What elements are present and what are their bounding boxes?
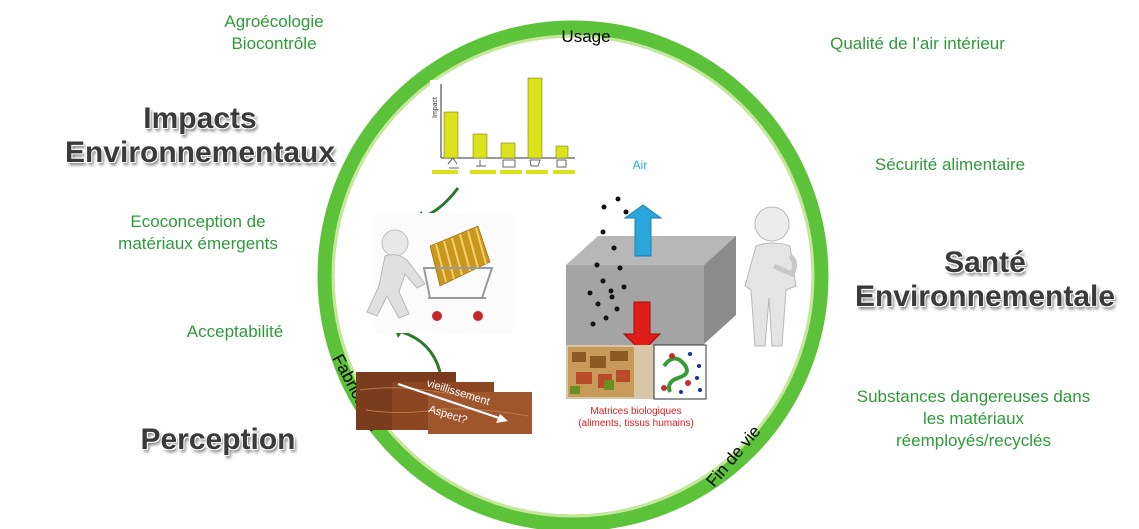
ring-label-usage: Usage xyxy=(561,27,610,46)
particle-dots xyxy=(587,196,629,327)
lca-bar-chart-icon: Impact xyxy=(430,77,580,180)
agro-line2: Biocontrôle xyxy=(231,34,317,53)
acceptabilite-label: Acceptabilité xyxy=(186,322,284,341)
chart-axis-label: Impact xyxy=(432,97,439,118)
substances-label: Substances dangereuses dans les matériau… xyxy=(826,386,1121,452)
thinking-person-icon xyxy=(744,206,798,347)
securite-alimentaire-label: Sécurité alimentaire xyxy=(874,155,1026,174)
ecoconception-line2: matériaux émergents xyxy=(118,234,278,253)
ecoconception-line1: Ecoconception de xyxy=(130,212,266,231)
substances-line3: réemployés/recyclés xyxy=(896,431,1051,450)
lifecycle-ring xyxy=(317,20,829,529)
air-label: Air xyxy=(633,158,648,172)
substances-line1: Substances dangereuses dans xyxy=(856,387,1091,406)
matrices-label-line2: (aliments, tissus humains) xyxy=(578,418,694,429)
ring-label-fin-de-vie: Fin de vie xyxy=(703,422,765,491)
sante-line2: Environnementale xyxy=(854,280,1116,313)
shopping-cart-person-icon xyxy=(366,213,513,333)
food-samples-icon: Matrices biologiques (aliments, tissus h… xyxy=(566,344,707,429)
sante-line1: Santé xyxy=(944,246,1026,279)
lifecycle-ring-inner xyxy=(331,34,815,518)
perception-heading: Perception xyxy=(140,423,296,456)
agro-label: Agroécologie Biocontrôle xyxy=(204,11,344,55)
sante-heading: Santé Environnementale xyxy=(840,246,1130,314)
agro-line1: Agroécologie xyxy=(224,12,324,31)
qualite-air-label: Qualité de l’air intérieur xyxy=(830,34,1005,53)
down-arrow-icon xyxy=(622,301,662,353)
substances-line2: les matériaux xyxy=(922,409,1025,428)
impacts-heading: Impacts Environnementaux xyxy=(40,102,360,170)
emission-box-icon: Air xyxy=(566,158,736,353)
matrices-label-line1: Matrices biologiques xyxy=(590,406,681,417)
impacts-line2: Environnementaux xyxy=(64,136,336,169)
impacts-line1: Impacts xyxy=(143,102,257,135)
wood-samples-icon: vieillissement Aspect? xyxy=(356,372,532,434)
air-arrow-icon xyxy=(623,204,663,257)
ecoconception-label: Ecoconception de matériaux émergents xyxy=(88,211,308,255)
